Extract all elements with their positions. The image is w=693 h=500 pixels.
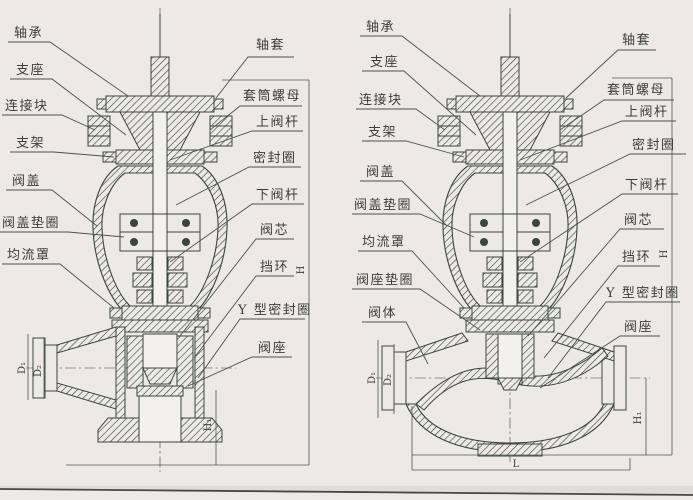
label-valve-core: 阀芯 <box>624 213 653 228</box>
label-bracket: 支架 <box>368 125 397 140</box>
label-retaining-ring: 挡环 <box>622 250 651 265</box>
label-bearing: 轴承 <box>366 20 395 35</box>
label-connecting-block: 连接块 <box>359 92 403 108</box>
right-valve-figure: D₁ D₂ H H₁ L 轴承 支座 连接块 支架 阀盖 阀盖垫圈 均流罩 阀座… <box>352 8 686 471</box>
label-bracket: 支架 <box>16 136 45 151</box>
label-valve-core: 阀芯 <box>260 223 289 238</box>
left-valve-figure: D₁ D₂ H H₁ 轴承 支座 连接块 支架 阀盖 阀盖垫圈 均流罩 <box>0 8 312 472</box>
label-upper-stem: 上阀杆 <box>256 115 300 130</box>
label-lower-stem: 下阀杆 <box>256 188 300 203</box>
label-support-seat: 支座 <box>16 63 45 78</box>
left-dim-d1: D₁ <box>17 362 28 374</box>
label-seal-ring: 密封圈 <box>253 150 297 166</box>
right-valve-dimension-lines <box>377 77 673 471</box>
left-dim-h: H <box>296 265 307 274</box>
label-upper-stem: 上阀杆 <box>625 105 669 120</box>
left-valve-actuator-drawing <box>87 13 233 321</box>
label-valve-seat: 阀座 <box>624 320 653 335</box>
right-valve-body-drawing <box>381 319 627 457</box>
label-y-seal-ring: Y 型密封圈 <box>237 302 312 318</box>
left-valve-callouts-left: 轴承 支座 连接块 支架 阀盖 阀盖垫圈 均流罩 <box>0 26 129 309</box>
left-valve-dimension-lines <box>27 79 310 466</box>
label-flow-equalizer: 均流罩 <box>362 235 406 250</box>
label-bonnet: 阀盖 <box>12 174 41 189</box>
right-valve-callouts-left: 轴承 支座 连接块 支架 阀盖 阀盖垫圈 均流罩 阀座垫圈 阀体 <box>352 20 481 365</box>
label-flow-equalizer: 均流罩 <box>7 248 51 263</box>
label-sleeve-nut: 套筒螺母 <box>243 88 301 104</box>
right-dim-d2: D₂ <box>383 374 394 386</box>
right-dim-l: L <box>513 459 520 470</box>
label-support-seat: 支座 <box>370 55 399 70</box>
label-valve-body: 阀体 <box>368 306 397 321</box>
left-valve-callouts-right: 轴套 套筒螺母 上阀杆 密封圈 下阀杆 阀芯 挡环 Y 型密封圈 阀座 <box>169 37 312 387</box>
label-seat-gasket: 阀座垫圈 <box>356 272 414 288</box>
right-dim-h: H <box>659 249 670 258</box>
label-y-seal-ring: Y 型密封圈 <box>605 285 680 301</box>
label-connecting-block: 连接块 <box>5 98 49 114</box>
label-bonnet-gasket: 阀盖垫圈 <box>2 215 60 231</box>
left-dim-h1: H₁ <box>203 419 214 432</box>
label-sleeve-nut: 套筒螺母 <box>607 82 665 98</box>
left-dim-d2: D₂ <box>33 365 44 377</box>
right-dim-h1: H₁ <box>633 412 644 425</box>
right-valve-callouts-right: 轴套 套筒螺母 上阀杆 密封圈 下阀杆 阀芯 挡环 Y 型密封圈 阀座 <box>519 32 686 389</box>
page-bottom-edge <box>0 486 693 500</box>
label-shaft-sleeve: 轴套 <box>622 32 651 48</box>
label-lower-stem: 下阀杆 <box>625 178 669 193</box>
right-valve-actuator-drawing <box>437 13 583 321</box>
left-valve-body-drawing <box>32 319 223 443</box>
label-seal-ring: 密封圈 <box>632 137 676 153</box>
label-shaft-sleeve: 轴套 <box>256 37 285 53</box>
right-dim-d1: D₁ <box>367 372 378 384</box>
label-retaining-ring: 挡环 <box>260 260 289 275</box>
label-bearing: 轴承 <box>14 26 43 41</box>
label-bonnet-gasket: 阀盖垫圈 <box>354 197 412 213</box>
label-valve-seat: 阀座 <box>258 341 287 356</box>
label-bonnet: 阀盖 <box>366 165 395 180</box>
